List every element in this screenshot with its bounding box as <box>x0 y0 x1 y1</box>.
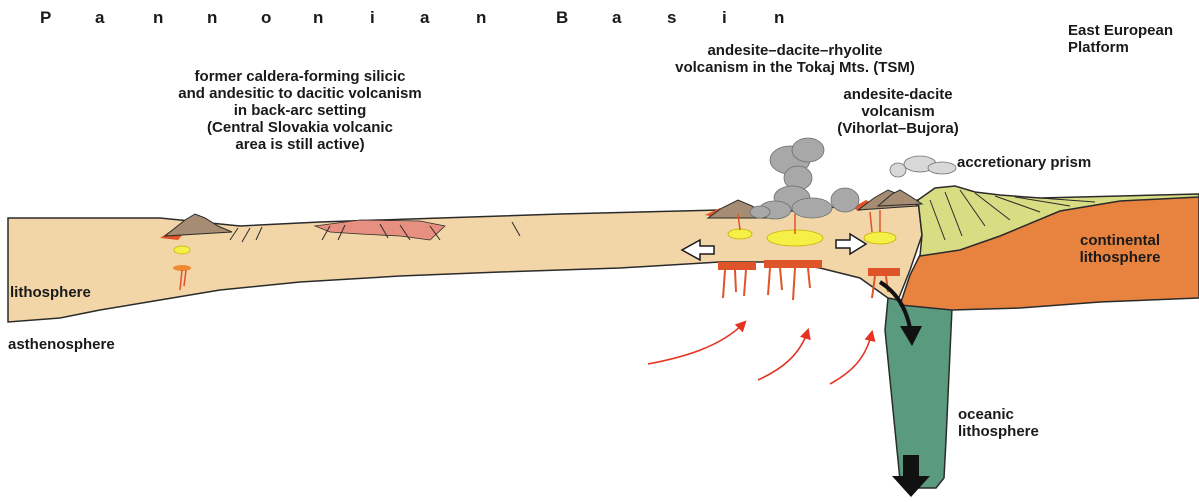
accretionary-prism-label: accretionary prism <box>957 154 1147 171</box>
mantle-flow-arrow-1 <box>648 322 745 364</box>
mantle-flow-arrow-3 <box>830 332 872 384</box>
oceanic-lithosphere-label: oceanic lithosphere <box>958 406 1078 440</box>
asthenosphere-label: asthenosphere <box>8 336 148 353</box>
caldera-volcanism-label: former caldera-forming silicic and andes… <box>135 68 465 153</box>
continental-lithosphere-label: continental lithosphere <box>1060 232 1180 266</box>
vihorlat-volcanism-label: andesite-dacite volcanism (Vihorlat–Bujo… <box>808 86 988 137</box>
ash-cloud <box>750 138 859 219</box>
east-european-platform-label: East European Platform <box>1068 22 1199 56</box>
mantle-flow-arrow-2 <box>758 330 808 380</box>
tokaj-volcanism-label: andesite–dacite–rhyolite volcanism in th… <box>650 42 940 76</box>
lithosphere-label: lithosphere <box>10 284 130 301</box>
small-plume <box>890 156 956 177</box>
